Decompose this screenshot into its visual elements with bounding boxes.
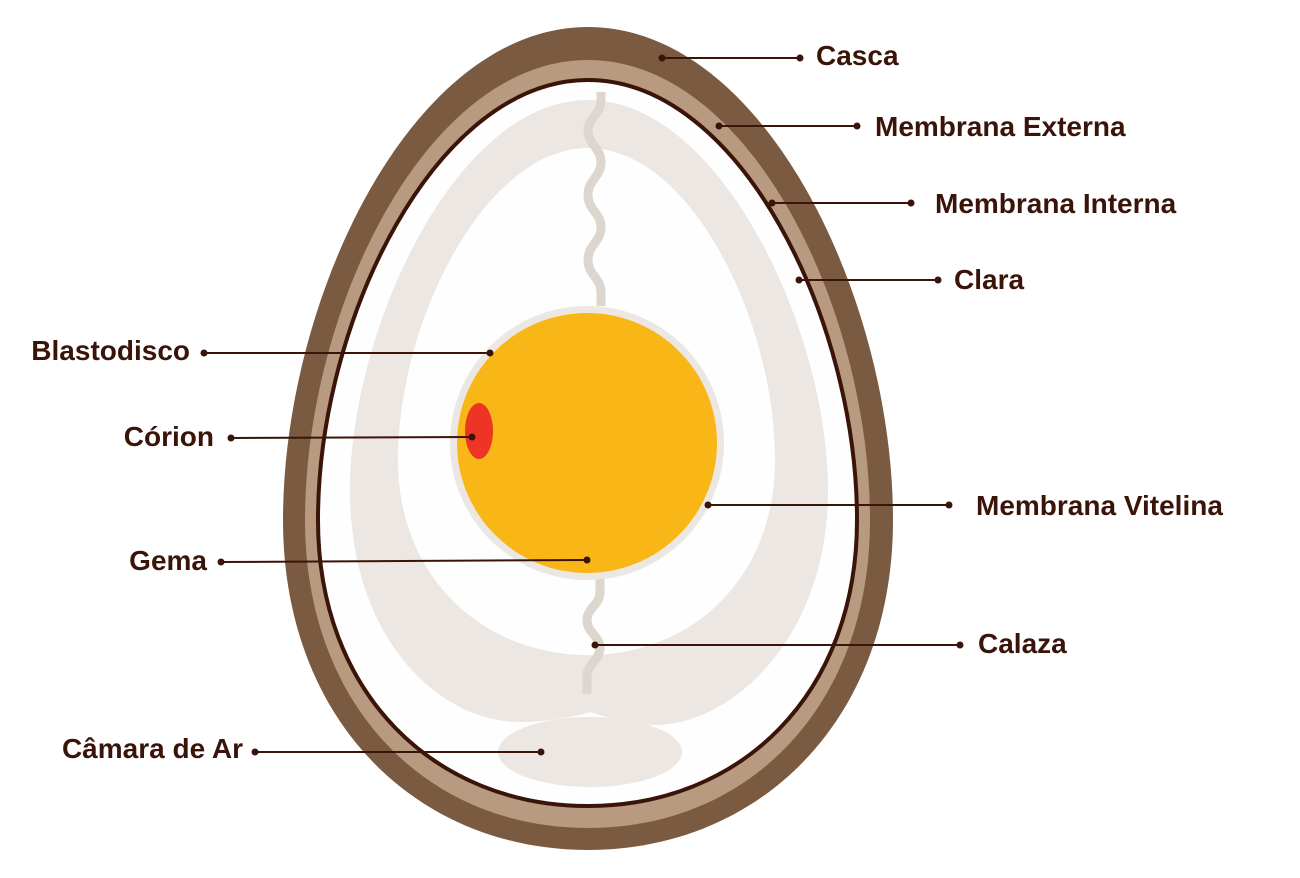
- label-clara: Clara: [954, 264, 1024, 295]
- label-blastodisco: Blastodisco: [31, 335, 190, 366]
- label-gema: Gema: [129, 545, 207, 576]
- chalaza-bottom: [582, 578, 605, 694]
- label-membrana-vitelina: Membrana Vitelina: [976, 490, 1223, 521]
- label-casca: Casca: [816, 40, 899, 71]
- label-membrana-externa: Membrana Externa: [875, 111, 1126, 142]
- leader-lines: [200, 54, 964, 756]
- label-camara-de-ar: Câmara de Ar: [62, 733, 243, 764]
- label-membrana-interna: Membrana Interna: [935, 188, 1177, 219]
- yolk: [457, 313, 717, 573]
- chalaza-top: [583, 92, 606, 306]
- label-corion: Córion: [124, 421, 214, 452]
- label-calaza: Calaza: [978, 628, 1067, 659]
- air-chamber: [498, 717, 682, 787]
- blastodisc: [465, 403, 493, 459]
